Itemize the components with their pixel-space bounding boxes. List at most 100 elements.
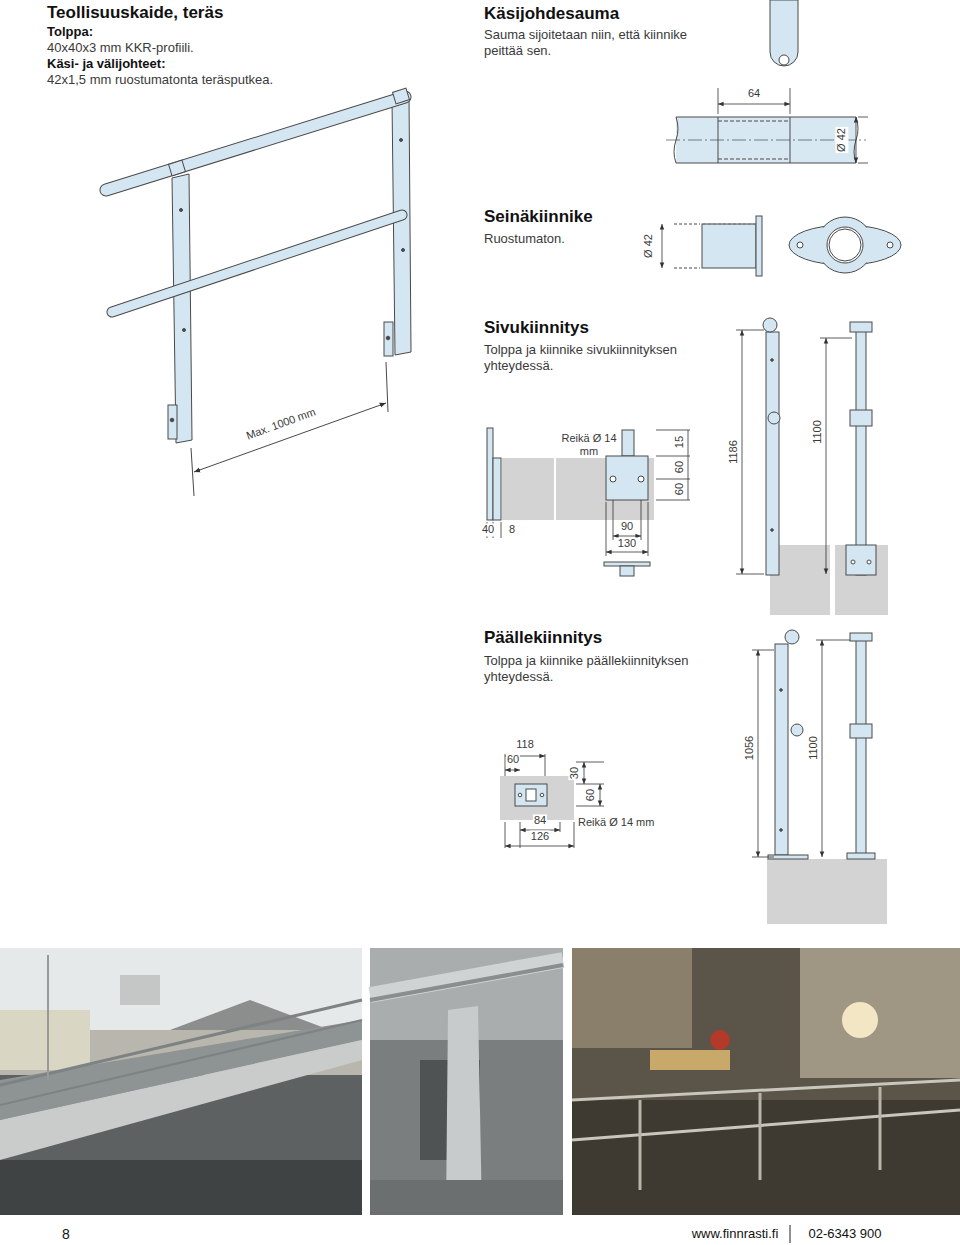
dimension-line	[718, 104, 790, 105]
footer-rule	[790, 1225, 791, 1243]
dimension-line	[752, 857, 774, 858]
dimension-line	[584, 762, 585, 784]
photo-handrail	[370, 948, 563, 1215]
dimension-line	[758, 650, 759, 857]
spec-label: Käsi- ja välijohteet:	[47, 56, 165, 72]
photo-rooftop	[120, 975, 160, 1005]
dimension-line	[501, 522, 502, 538]
hole-note: Reikä Ø 14 mm	[554, 432, 624, 458]
photo-rooftop	[47, 955, 49, 1080]
dimension-line	[656, 430, 690, 431]
top-mount-post	[856, 640, 866, 855]
dimension: 1056	[743, 735, 756, 761]
dimension-line	[505, 754, 604, 848]
dimension-line	[191, 448, 194, 496]
dimension: 130	[617, 537, 637, 550]
railing-drawing	[183, 329, 186, 332]
railing-drawing	[400, 139, 403, 142]
railing-drawing	[168, 405, 177, 439]
railing-drawing	[386, 336, 390, 340]
spec-text: 42x1,5 mm ruostumatonta teräsputkea.	[47, 72, 273, 88]
side-mount-detail	[606, 456, 648, 500]
top-mount-detail	[540, 793, 544, 797]
side-mount-detail	[622, 430, 634, 456]
dimension-line	[858, 163, 868, 164]
dimension: 64	[747, 87, 761, 100]
dimension-line	[736, 574, 764, 575]
photo-rooftop	[0, 1000, 362, 1085]
dimension: 8	[508, 523, 516, 536]
top-mount-post	[775, 644, 788, 855]
photo-industrial	[879, 1087, 882, 1170]
phone-number: 02-6343 900	[808, 1226, 881, 1242]
section-heading: Seinäkiinnike	[484, 207, 593, 227]
dimension: 60	[673, 460, 686, 474]
side-mount-detail	[493, 458, 501, 520]
side-mount-post	[850, 322, 872, 332]
side-mount-detail	[487, 428, 654, 576]
dimension-line	[648, 502, 649, 556]
dimension-line	[718, 88, 719, 114]
dimension-line	[688, 456, 689, 500]
dimension: 1100	[807, 735, 820, 761]
tube-joint	[666, 117, 866, 163]
dimension-line	[662, 224, 663, 268]
spec-text: 40x40x3 mm KKR-profiili.	[47, 40, 194, 56]
footer-rule	[790, 1225, 791, 1243]
dimension-line	[194, 403, 386, 472]
side-mount-detail	[604, 562, 650, 566]
weld-bracket	[779, 55, 789, 65]
section-heading: Sivukiinnitys	[484, 318, 589, 338]
dimension: 40	[481, 523, 495, 536]
photo-rooftop	[0, 1160, 362, 1215]
dimension: 126	[530, 830, 550, 843]
railing-drawing	[180, 209, 183, 212]
top-mount-post	[785, 630, 799, 644]
dimension-line	[560, 822, 561, 832]
wall-bracket	[702, 224, 756, 225]
tube-joint	[676, 163, 856, 164]
photo-industrial	[572, 948, 692, 1048]
dimension-line	[790, 88, 791, 114]
dimension-line	[600, 784, 601, 806]
dimension-line	[606, 552, 648, 553]
dimension-line	[545, 754, 546, 776]
flange-plate	[789, 225, 901, 265]
railing-drawing	[392, 96, 411, 355]
dimension-line	[656, 500, 690, 501]
dimension-line	[826, 338, 827, 574]
flange-plate	[827, 227, 863, 263]
photo-rooftop	[0, 1040, 362, 1160]
note: Sauma sijoitetaan niin, että kiinnike pe…	[484, 27, 712, 58]
dimension-line	[505, 822, 506, 848]
dimension: 60	[584, 788, 597, 802]
dimension: 84	[533, 814, 547, 827]
dimension: 60	[506, 753, 520, 766]
dimension-line	[736, 330, 764, 331]
top-mount-detail	[526, 789, 536, 801]
dimension-line	[613, 500, 614, 540]
dimension-line	[662, 224, 663, 268]
flange-plate	[789, 217, 901, 273]
dimension-line	[822, 640, 823, 857]
dimension-line	[505, 846, 574, 847]
dimension: 1100	[811, 419, 824, 445]
side-mount-post	[763, 318, 777, 332]
dimension-line	[718, 88, 868, 163]
photo-handrail	[370, 1180, 563, 1215]
side-mount-detail	[610, 476, 616, 482]
dimension-line	[742, 330, 743, 574]
dimension-line	[688, 430, 689, 456]
photo-handrail	[370, 948, 563, 1215]
top-mount-post	[791, 724, 803, 736]
dimension-line	[191, 362, 388, 496]
weld-bracket	[770, 0, 798, 66]
side-mount-detail	[502, 458, 554, 520]
photo-industrial	[759, 1093, 762, 1180]
website: www.finnrasti.fi	[692, 1226, 779, 1242]
railing-drawing	[106, 97, 405, 190]
flange-plate	[829, 229, 861, 261]
photo-industrial	[572, 948, 960, 1215]
dimension-line	[576, 762, 604, 763]
